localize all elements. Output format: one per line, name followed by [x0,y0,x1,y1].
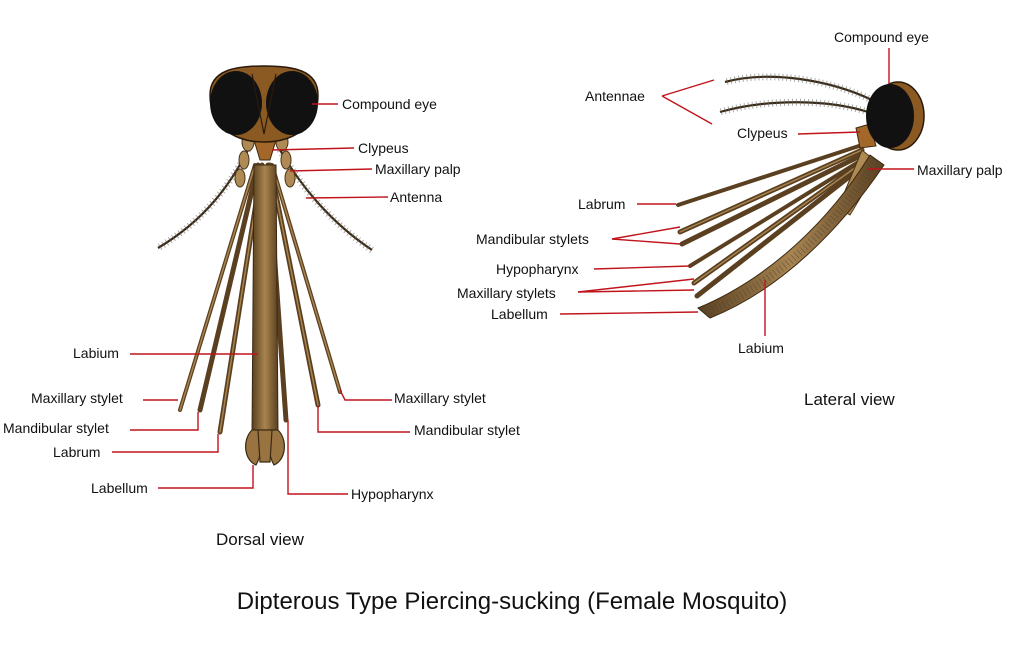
dorsal-illustration [156,65,374,466]
dorsal-label-mandibular-stylet-right: Mandibular stylet [414,422,520,438]
dorsal-eye-left [210,71,262,135]
dorsal-label-maxillary-stylet-right: Maxillary stylet [394,390,486,406]
lateral-label-antennae: Antennae [585,88,645,104]
lateral-label-labrum: Labrum [578,196,626,212]
dorsal-label-compound-eye: Compound eye [342,96,437,112]
lateral-head [866,81,925,151]
lateral-labium [697,154,885,319]
dorsal-label-clypeus: Clypeus [358,140,409,156]
dorsal-label-labellum: Labellum [91,480,148,496]
lateral-eye [866,84,914,148]
dorsal-label-mandibular-stylet-left: Mandibular stylet [3,420,109,436]
lateral-label-clypeus: Clypeus [737,125,788,141]
lateral-label-compound-eye: Compound eye [834,29,929,45]
dorsal-label-labium: Labium [73,345,119,361]
dorsal-head [209,65,319,143]
lateral-label-maxillary-palp: Maxillary palp [917,162,1003,178]
lateral-label-labellum: Labellum [491,306,548,322]
dorsal-labellum [245,429,285,466]
lateral-view-label: Lateral view [804,390,895,409]
dorsal-label-antenna: Antenna [390,189,443,205]
lateral-leader-lines [559,48,914,336]
lateral-label-mandibular-stylets: Mandibular stylets [476,231,589,247]
dorsal-view-label: Dorsal view [216,530,304,549]
dorsal-label-maxillary-stylet-left: Maxillary stylet [31,390,123,406]
dorsal-label-maxillary-palp: Maxillary palp [375,161,461,177]
lateral-stylets [676,143,871,299]
lateral-label-maxillary-stylets: Maxillary stylets [457,285,556,301]
lateral-labium-hairs [702,157,880,318]
dorsal-eye-right [266,71,318,135]
lateral-label-hypopharynx: Hypopharynx [496,261,579,277]
diagram-title: Dipterous Type Piercing-sucking (Female … [236,588,788,615]
lateral-illustration [676,73,925,319]
lateral-label-labium: Labium [738,340,784,356]
dorsal-label-labrum: Labrum [53,444,101,460]
dorsal-labium [251,164,279,436]
lateral-antennae [719,73,874,116]
dorsal-label-hypopharynx: Hypopharynx [351,486,434,502]
dorsal-leader-lines [112,103,410,495]
